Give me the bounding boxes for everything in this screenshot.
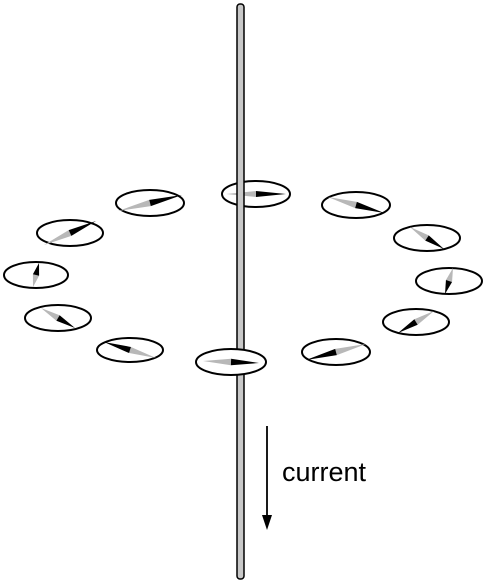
compass-icon xyxy=(115,189,185,217)
compass-icon xyxy=(96,337,164,363)
needle-south xyxy=(203,358,232,366)
needle-south xyxy=(118,199,151,211)
compass-icon xyxy=(3,261,69,289)
needle-north xyxy=(355,201,384,213)
needle-south xyxy=(44,230,72,245)
needle-north xyxy=(149,195,182,207)
needle-north xyxy=(425,235,444,249)
current-label: current xyxy=(282,457,367,487)
needle-south xyxy=(414,311,434,325)
needle-north xyxy=(104,342,131,354)
needle-south xyxy=(335,344,366,356)
compass-icon xyxy=(382,308,450,336)
compass-icon xyxy=(195,348,267,376)
compass-icon xyxy=(415,267,483,295)
needle-north xyxy=(398,319,418,333)
wire xyxy=(236,3,245,580)
needle-north xyxy=(56,315,75,328)
needle-north xyxy=(230,358,259,366)
compass-icon xyxy=(321,191,391,219)
needle-south xyxy=(328,197,357,209)
compass-icon xyxy=(36,219,104,247)
compass-icon xyxy=(393,224,461,252)
needle-north xyxy=(68,221,96,236)
needle-north xyxy=(445,280,453,294)
compass-ring xyxy=(3,189,483,376)
needle-north xyxy=(306,348,337,360)
compass-back-center xyxy=(221,180,291,208)
compass-icon xyxy=(24,304,92,332)
current-arrow xyxy=(262,426,272,530)
arrow-down-icon xyxy=(262,515,272,530)
needle-south xyxy=(129,346,156,358)
needle-north xyxy=(256,191,286,197)
needle-south xyxy=(445,268,453,282)
needle-south xyxy=(41,308,60,321)
needle-south xyxy=(32,274,40,287)
compass-icon xyxy=(301,338,371,366)
needle-north xyxy=(32,263,40,276)
needle-south xyxy=(410,227,429,241)
